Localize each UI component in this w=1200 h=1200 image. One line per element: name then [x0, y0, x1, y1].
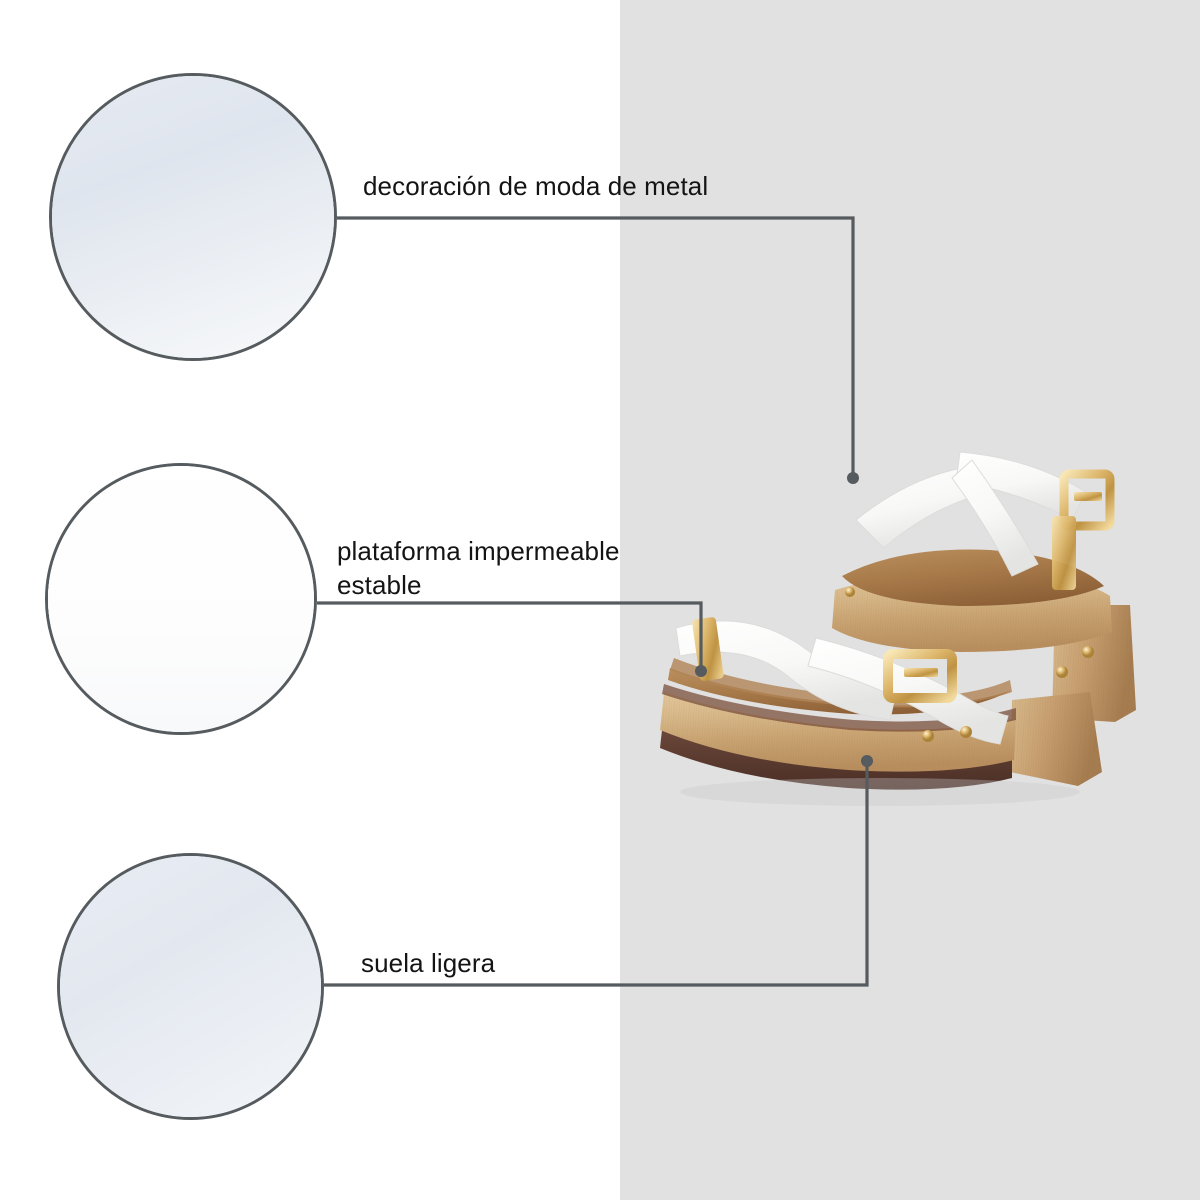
sandal-front: [660, 587, 1102, 790]
detail-backdrop: [52, 76, 334, 358]
callout-label-light-sole: suela ligera: [361, 948, 496, 978]
callout-label-metal-decoration: decoración de moda de metal: [363, 171, 709, 201]
detail-backdrop: [48, 466, 314, 732]
detail-circle-platform: [45, 463, 317, 735]
sandal-back: [832, 451, 1136, 722]
product-photo-sandals: [660, 451, 1136, 806]
callout-label-waterproof-platform: plataforma impermeable estable: [337, 536, 620, 600]
detail-backdrop: [60, 856, 321, 1117]
detail-circle-buckles: [49, 73, 337, 361]
detail-circle-sole: [57, 853, 324, 1120]
